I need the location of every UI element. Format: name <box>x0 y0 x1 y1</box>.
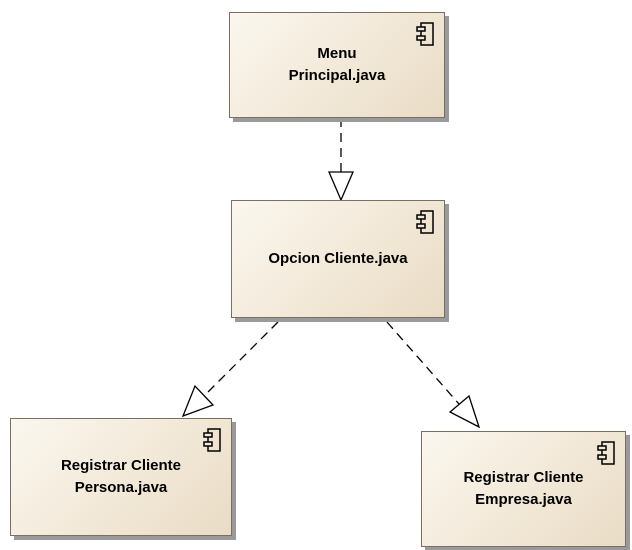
component-label-line: Registrar Cliente <box>463 469 584 486</box>
arrowhead-menu-to-opcion <box>328 171 354 202</box>
component-label-line: Menu <box>317 45 357 62</box>
component-label: Menu Principal.java <box>230 43 444 87</box>
dependency-opcion-to-empresa <box>386 321 460 405</box>
component-registrar-cliente-empresa[interactable]: Registrar Cliente Empresa.java <box>421 431 626 547</box>
uml-component-icon <box>416 210 434 234</box>
component-label: Registrar Cliente Persona.java <box>11 455 231 499</box>
component-label-line: Persona.java <box>74 479 168 496</box>
component-label-line: Empresa.java <box>475 491 572 508</box>
dependency-opcion-to-persona <box>204 321 279 396</box>
component-opcion-cliente[interactable]: Opcion Cliente.java <box>231 200 445 318</box>
uml-component-icon <box>203 428 221 452</box>
uml-component-icon <box>416 22 434 46</box>
component-label-line: Opcion Cliente.java <box>268 250 408 267</box>
component-label: Opcion Cliente.java <box>232 248 444 270</box>
component-menu-principal[interactable]: Menu Principal.java <box>229 12 445 118</box>
component-label: Registrar Cliente Empresa.java <box>422 467 625 511</box>
arrowhead-opcion-to-empresa <box>448 394 481 429</box>
component-label-line: Registrar Cliente <box>60 457 182 474</box>
uml-component-icon <box>597 441 615 465</box>
arrowhead-opcion-to-persona <box>181 384 215 418</box>
component-label-line: Principal.java <box>288 67 386 84</box>
component-registrar-cliente-persona[interactable]: Registrar Cliente Persona.java <box>10 418 232 536</box>
